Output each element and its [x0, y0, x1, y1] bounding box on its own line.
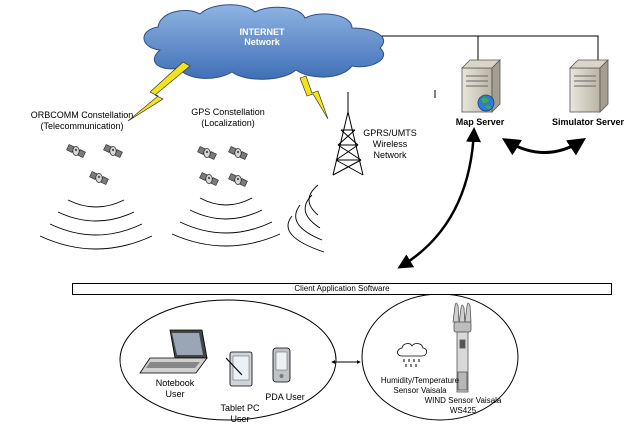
server-icon — [569, 59, 609, 113]
gps-satellites — [197, 145, 248, 188]
gprs-line2: Wireless — [372, 139, 408, 149]
pda-icon — [272, 347, 291, 383]
gps-line1: GPS Constellation — [191, 107, 265, 117]
satellite-icon — [103, 143, 123, 159]
signal-waves — [39, 184, 325, 253]
satellite-icon — [197, 145, 217, 161]
wind-line1: WIND Sensor Vaisala — [424, 396, 502, 405]
satellite-icon — [66, 143, 86, 159]
notebook-label: Notebook User — [150, 378, 200, 400]
internet-title: INTERNET Network — [232, 27, 292, 47]
map-server-label: Map Server — [455, 117, 505, 127]
wind-label: WIND Sensor Vaisala WS425 — [418, 396, 508, 416]
gprs-line1: GPRS/UMTS — [363, 128, 417, 138]
gprs-label: GPRS/UMTS Wireless Network — [360, 128, 420, 161]
lightning-icon — [127, 61, 329, 122]
humidity-line2: Sensor Vaisala — [393, 386, 447, 395]
satellite-icon — [228, 172, 248, 188]
tower-icon — [332, 92, 364, 176]
humidity-line1: Humidity/Temperature — [380, 376, 460, 385]
gps-line2: (Localization) — [201, 118, 255, 128]
tablet-label: Tablet PC User — [210, 403, 270, 425]
humidity-label: Humidity/Temperature Sensor Vaisala — [380, 376, 460, 396]
wind-line2: WS425 — [449, 406, 477, 415]
globe-icon — [477, 94, 495, 112]
gps-label: GPS Constellation (Localization) — [183, 107, 273, 129]
rain-cloud-icon — [397, 343, 428, 367]
wind-sensor-icon — [452, 302, 472, 393]
orbcomm-line1: ORBCOMM Constellation — [30, 110, 134, 120]
client-devices-group — [119, 299, 337, 421]
internet-line1: INTERNET — [239, 27, 285, 37]
arrows — [331, 127, 587, 364]
satellite-icon — [89, 170, 109, 186]
cloud-icon — [143, 4, 384, 80]
satellite-icon — [199, 171, 219, 187]
satellite-icon — [228, 145, 248, 161]
orbcomm-label: ORBCOMM Constellation (Telecommunication… — [22, 110, 142, 132]
orbcomm-satellites — [66, 143, 123, 186]
gprs-line3: Network — [373, 150, 407, 160]
tablet-line1: Tablet PC — [220, 403, 260, 413]
client-application-bar: Client Application Software — [72, 283, 612, 295]
tablet-line2: User — [230, 414, 250, 424]
simulator-server-label: Simulator Server — [551, 117, 625, 127]
pda-label: PDA User — [265, 392, 305, 402]
notebook-line1: Notebook — [155, 378, 195, 388]
internet-line2: Network — [244, 37, 280, 47]
notebook-icon — [139, 329, 208, 374]
orbcomm-line2: (Telecommunication) — [40, 121, 124, 131]
notebook-line2: User — [165, 389, 185, 399]
tablet-icon — [225, 351, 253, 387]
